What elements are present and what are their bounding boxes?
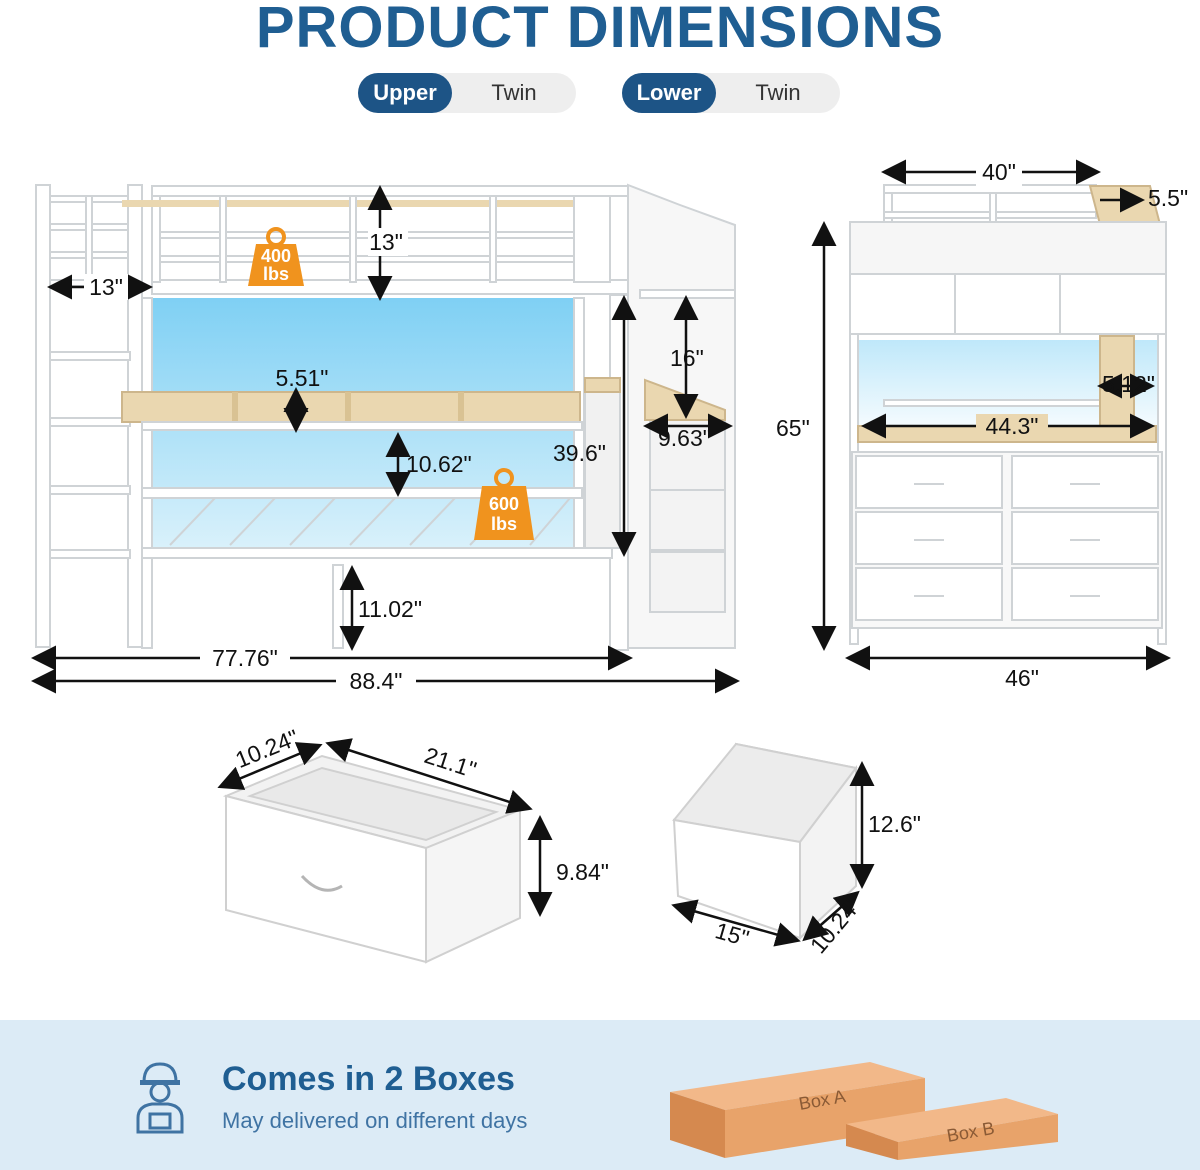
banner-headline: Comes in 2 Boxes xyxy=(222,1060,515,1098)
side-view-drawing xyxy=(849,184,1167,645)
dim-shelf-depth: 5.12" xyxy=(1102,371,1155,397)
dim-total-width: 46" xyxy=(1005,665,1039,691)
shipping-banner: Comes in 2 Boxes May delivered on differ… xyxy=(0,1020,1200,1170)
lower-size-pill: Lower Twin xyxy=(622,73,840,113)
dim-drawer-height: 9.84" xyxy=(556,859,609,885)
dim-inner-length: 77.76" xyxy=(212,645,278,671)
dim-shelf-height: 5.51" xyxy=(276,365,329,391)
weight-value-lower: 600 xyxy=(489,494,519,514)
dim-top-rail: 5.5" xyxy=(1148,185,1188,211)
dim-total-height: 65" xyxy=(776,415,810,441)
dim-floor-clearance: 11.02" xyxy=(358,596,422,622)
bin-drawing xyxy=(672,742,858,941)
weight-unit-lower: lbs xyxy=(491,514,517,534)
dim-desk-clearance: 10.62" xyxy=(406,451,472,477)
dim-step-depth: 9.63" xyxy=(658,425,711,451)
banner-subline: May delivered on different days xyxy=(222,1108,528,1133)
dim-bin-width: 15" xyxy=(712,917,752,951)
dim-top-width: 40" xyxy=(982,159,1016,185)
weight-value-upper: 400 xyxy=(261,246,291,266)
lower-value: Twin xyxy=(755,80,801,105)
dim-step-height: 16" xyxy=(670,345,704,371)
dim-bunk-height: 39.6" xyxy=(553,440,606,466)
dim-ladder-width: 13" xyxy=(89,274,123,300)
dim-desk-width: 44.3" xyxy=(986,413,1039,439)
weight-badge-upper: 400 lbs xyxy=(248,227,304,286)
dim-guard-height: 13" xyxy=(369,229,403,255)
bunk-bed-drawing xyxy=(35,183,736,651)
upper-label: Upper xyxy=(358,73,452,113)
lower-label: Lower xyxy=(622,73,716,113)
weight-unit-upper: lbs xyxy=(263,264,289,284)
dim-bin-height: 12.6" xyxy=(868,811,921,837)
dimension-diagram: 400 lbs 600 lbs 13" 13" 5.51" 10.62" 16"… xyxy=(31,158,1188,964)
weight-badge-lower: 600 lbs xyxy=(474,468,534,540)
upper-value: Twin xyxy=(491,80,537,105)
shipping-boxes-illustration: Box A Box B xyxy=(670,1062,1058,1160)
dim-drawer-depth: 10.24" xyxy=(232,724,303,773)
delivery-person-icon xyxy=(136,1062,184,1134)
dim-total-length: 88.4" xyxy=(350,668,403,694)
page-title: PRODUCT DIMENSIONS xyxy=(255,0,945,60)
upper-size-pill: Upper Twin xyxy=(358,73,576,113)
drawer-drawing xyxy=(222,754,524,964)
